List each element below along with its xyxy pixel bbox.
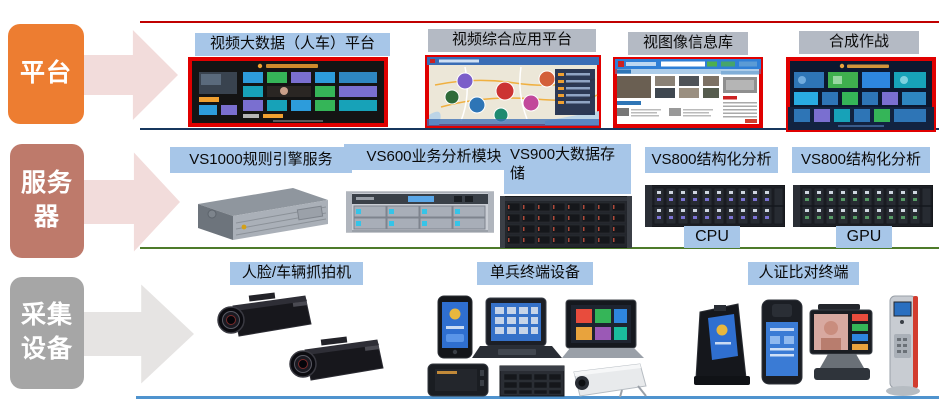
platform-screenshot-map — [425, 55, 601, 128]
server-image-vs800-cpu — [645, 185, 785, 227]
category-platform-label: 平台 — [19, 59, 72, 88]
rugged-laptop — [472, 297, 562, 358]
category-server-label: 服务 器 — [20, 169, 73, 231]
label-text: VS800结构化分析 — [651, 150, 772, 168]
row1-bottom-navy-line — [140, 128, 939, 130]
row3-bottom-blue-line — [136, 396, 939, 399]
label-text: 合成作战 — [828, 33, 889, 51]
label-text: 人证比对终端 — [758, 264, 849, 282]
label-text: 视频综合应用平台 — [451, 31, 572, 49]
desktop-terminal — [809, 304, 873, 380]
category-platform: 平台 — [8, 24, 84, 124]
platform-arrow-icon — [84, 30, 178, 120]
server-item-label-vs800-cpu: VS800结构化分析 — [645, 147, 778, 173]
label-text: CPU — [695, 228, 729, 245]
platform-screenshot-video-bigdata — [188, 57, 388, 127]
capture-image-id-terminals — [694, 295, 920, 396]
server-item-label-vs1000: VS1000规则引擎服务 — [170, 147, 352, 173]
row1-top-red-line — [140, 21, 939, 23]
label-text: VS600业务分析模块 — [366, 147, 502, 165]
kiosk — [886, 295, 920, 396]
server-image-vs800-gpu — [793, 185, 933, 227]
platform-item-label-bigdata: 视频大数据（人车）平台 — [195, 33, 390, 56]
capture-image-cameras — [217, 292, 384, 381]
rugged-tablet — [427, 363, 489, 397]
platform-item-label-ops: 合成作战 — [799, 31, 919, 54]
capture-arrow-icon — [84, 284, 194, 384]
server-arrow-icon — [84, 152, 180, 252]
label-text: 人脸/车辆抓拍机 — [241, 264, 352, 282]
platform-screenshot-ops — [786, 57, 936, 132]
category-capture: 采集 设备 — [10, 277, 84, 389]
capture-image-portable-devices — [427, 295, 647, 398]
row2-bottom-green-line — [140, 247, 939, 249]
server-image-vs600 — [346, 191, 494, 233]
label-text: 单兵终端设备 — [489, 264, 580, 282]
category-capture-label: 采集 设备 — [20, 301, 73, 363]
wedge-terminal — [694, 303, 750, 385]
capture-item-label-portable: 单兵终端设备 — [477, 262, 593, 285]
server-item-label-vs900: VS900大数据存储 — [504, 144, 631, 194]
label-text: GPU — [846, 228, 882, 245]
platform-item-label-app: 视频综合应用平台 — [428, 29, 596, 52]
platform-screenshot-imagedb — [613, 57, 763, 128]
server-image-vs900 — [500, 196, 632, 248]
storage-box — [499, 365, 565, 397]
label-text: VS1000规则引擎服务 — [189, 150, 333, 168]
server-item-label-vs800-gpu: VS800结构化分析 — [792, 147, 930, 173]
capture-item-label-idverify: 人证比对终端 — [748, 262, 859, 285]
server-sub-label-cpu: CPU — [684, 226, 740, 248]
label-text: VS800结构化分析 — [800, 150, 922, 168]
category-server: 服务 器 — [10, 144, 84, 258]
camera-housing — [573, 363, 647, 398]
platform-item-label-imagedb: 视图像信息库 — [628, 32, 748, 55]
server-image-vs1000 — [198, 188, 328, 240]
label-text: VS900大数据存储 — [510, 146, 616, 182]
label-text: 视频大数据（人车）平台 — [209, 35, 375, 53]
handheld-verifier — [761, 299, 803, 385]
tablet-laptop — [562, 299, 644, 358]
handheld-phone — [437, 295, 473, 359]
server-sub-label-gpu: GPU — [836, 226, 892, 248]
label-text: 视图像信息库 — [642, 34, 733, 52]
server-item-label-vs600: VS600业务分析模块 — [344, 144, 524, 170]
capture-item-label-cameras: 人脸/车辆抓拍机 — [230, 262, 363, 285]
